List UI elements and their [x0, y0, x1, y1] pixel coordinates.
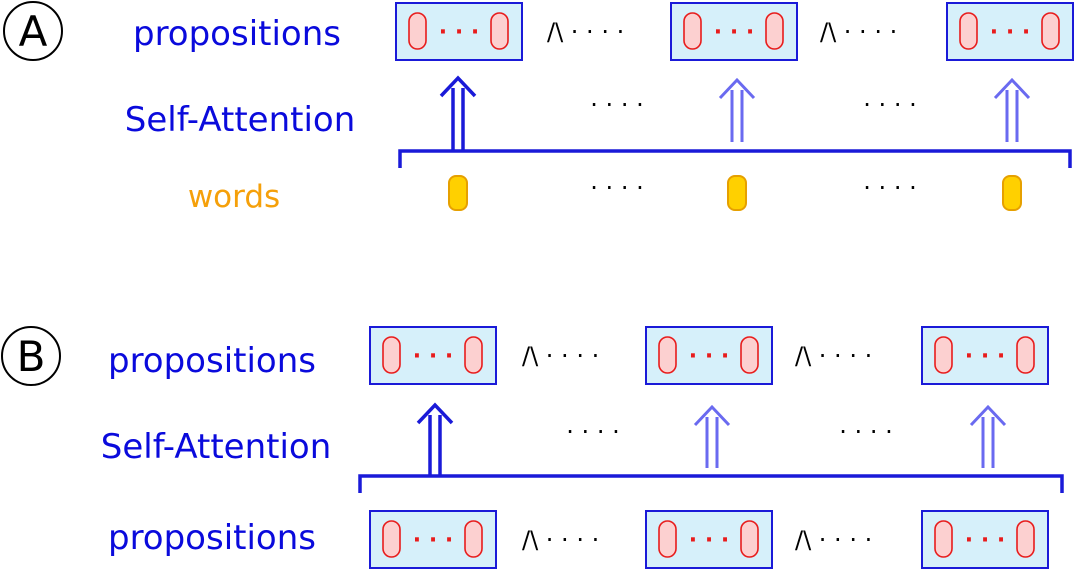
double-arrow-icon — [969, 404, 1007, 468]
panel-b-marker-circle — [1, 326, 61, 386]
proposition-pill — [1016, 336, 1035, 374]
conjunction-connector: /\ · · · · — [547, 18, 624, 46]
proposition-dots: · · · — [413, 528, 453, 553]
proposition-box: · · · — [645, 510, 773, 569]
proposition-pill — [683, 12, 702, 50]
double-arrow-icon — [416, 402, 454, 476]
panel-a-bottom-label: words — [188, 179, 280, 215]
conjunction-connector: /\ · · · · — [820, 18, 897, 46]
proposition-pill — [382, 336, 401, 374]
ellipsis-dots: · · · · — [590, 174, 643, 202]
panel-a-marker-circle — [3, 1, 63, 61]
proposition-dots: · · · — [689, 528, 729, 553]
ellipsis-dots: · · · · — [863, 174, 916, 202]
double-arrow-icon — [439, 75, 477, 151]
proposition-pill — [765, 12, 784, 50]
proposition-pill — [408, 12, 427, 50]
double-arrow-icon — [718, 77, 756, 142]
ellipsis-dots: · · · · — [863, 91, 916, 119]
proposition-dots: · · · — [714, 20, 754, 45]
ellipsis-dots: · · · · — [590, 91, 643, 119]
panel-b: B propositions Self-Attention propositio… — [1, 326, 1064, 569]
proposition-dots: · · · — [965, 528, 1005, 553]
panel-b-marker: B — [17, 332, 46, 381]
proposition-box: · · · — [645, 326, 773, 385]
proposition-pill — [658, 336, 677, 374]
proposition-box: · · · — [670, 2, 798, 61]
proposition-dots: · · · — [689, 344, 729, 369]
proposition-pill — [934, 520, 953, 558]
panel-a-marker: A — [19, 7, 48, 56]
ellipsis-dots: · · · · — [839, 418, 892, 446]
proposition-pill — [464, 336, 483, 374]
panel-b-bottom-label: propositions — [108, 518, 316, 558]
proposition-pill — [1016, 520, 1035, 558]
proposition-pill — [658, 520, 677, 558]
proposition-pill — [934, 336, 953, 374]
conjunction-connector: /\ · · · · — [795, 342, 872, 370]
ellipsis-dots: · · · · — [566, 418, 619, 446]
proposition-box: · · · — [921, 326, 1049, 385]
proposition-dots: · · · — [990, 20, 1030, 45]
conjunction-connector: /\ · · · · — [522, 342, 599, 370]
proposition-box: · · · — [395, 2, 523, 61]
panel-a: A propositions Self-Attention words · · … — [3, 1, 1074, 215]
word-token — [1002, 175, 1022, 211]
proposition-dots: · · · — [413, 344, 453, 369]
attention-bracket — [358, 474, 1064, 493]
proposition-pill — [490, 12, 509, 50]
panel-a-middle-label: Self-Attention — [125, 100, 356, 140]
proposition-pill — [959, 12, 978, 50]
word-token — [727, 175, 747, 211]
double-arrow-icon — [993, 77, 1031, 142]
proposition-pill — [740, 336, 759, 374]
attention-bracket — [398, 149, 1072, 168]
proposition-box: · · · — [369, 326, 497, 385]
proposition-pill — [464, 520, 483, 558]
proposition-box: · · · — [369, 510, 497, 569]
proposition-pill — [382, 520, 401, 558]
proposition-box: · · · — [946, 2, 1074, 61]
proposition-pill — [1041, 12, 1060, 50]
proposition-dots: · · · — [965, 344, 1005, 369]
panel-b-top-label: propositions — [108, 341, 316, 381]
proposition-box: · · · — [921, 510, 1049, 569]
conjunction-connector: /\ · · · · — [795, 526, 872, 554]
word-token — [448, 175, 468, 211]
double-arrow-icon — [693, 404, 731, 468]
conjunction-connector: /\ · · · · — [522, 526, 599, 554]
panel-a-top-label: propositions — [133, 14, 341, 54]
panel-b-middle-label: Self-Attention — [101, 427, 332, 467]
proposition-pill — [740, 520, 759, 558]
proposition-dots: · · · — [439, 20, 479, 45]
